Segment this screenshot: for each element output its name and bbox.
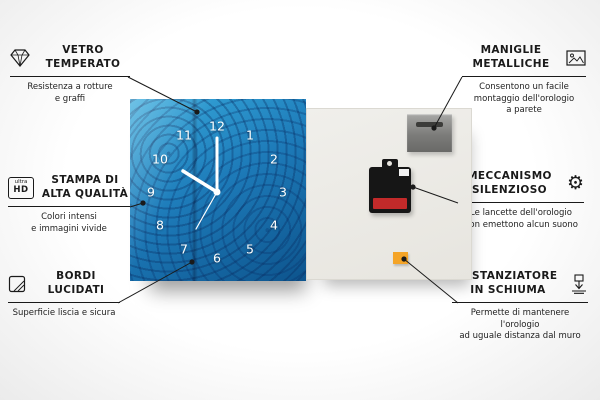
callout-title: BORDI LUCIDATI bbox=[47, 270, 105, 296]
callout-desc: Permette di mantenere l'orologio ad ugua… bbox=[459, 308, 581, 342]
callout-meccanismo-silenzioso: MECCANISMO SILENZIOSO ⚙ Le lancette dell… bbox=[458, 170, 584, 231]
clock-number-11: 11 bbox=[176, 127, 192, 143]
mechanism-hanging-hole bbox=[387, 161, 392, 166]
gear-icon: ⚙ bbox=[566, 172, 584, 195]
foam-spacer bbox=[393, 252, 408, 264]
callout-maniglie-metalliche: MANIGLIE METALLICHE Consentono un facile… bbox=[462, 44, 586, 117]
foam-spacer-icon bbox=[570, 274, 588, 294]
clock-number-3: 3 bbox=[279, 184, 287, 200]
callout-title: VETRO TEMPERATO bbox=[45, 44, 121, 70]
hanger-slot bbox=[416, 122, 443, 127]
callout-title: MANIGLIE METALLICHE bbox=[472, 44, 550, 70]
clock-number-9: 9 bbox=[147, 184, 155, 200]
clock-number-5: 5 bbox=[246, 241, 254, 257]
clock-number-2: 2 bbox=[270, 151, 278, 167]
callout-desc: Colori intensi e immagini vivide bbox=[31, 212, 107, 234]
diamond-icon bbox=[10, 49, 30, 67]
mechanism-battery bbox=[373, 198, 407, 209]
callout-title: MECCANISMO SILENZIOSO bbox=[467, 170, 552, 196]
clock-back-image bbox=[306, 108, 472, 280]
clock-front-image: 12 1 2 3 4 5 6 7 8 9 10 11 bbox=[130, 99, 306, 281]
ultra-hd-icon-bottom: HD bbox=[13, 184, 29, 195]
clock-number-1: 1 bbox=[246, 127, 254, 143]
callout-stampa-alta-qualita: ultra HD STAMPA DI ALTA QUALITÀ Colori i… bbox=[8, 174, 130, 235]
callout-desc: Consentono un facile montaggio dell'orol… bbox=[473, 82, 575, 116]
mechanism-hanging-tab bbox=[382, 159, 398, 169]
clock-number-4: 4 bbox=[270, 217, 278, 233]
callout-distanziatore-schiuma: DISTANZIATORE IN SCHIUMA Permette di man… bbox=[452, 270, 588, 343]
callout-desc: Superficie liscia e sicura bbox=[12, 308, 116, 319]
ultra-hd-icon-top: ultra bbox=[14, 179, 28, 186]
callout-desc: Le lancette dell'orologio non emettono a… bbox=[464, 208, 578, 230]
clock-number-10: 10 bbox=[152, 151, 168, 167]
clock-mechanism bbox=[369, 159, 411, 213]
clock-number-7: 7 bbox=[180, 241, 188, 257]
polished-edge-icon bbox=[8, 275, 26, 293]
clock-number-6: 6 bbox=[213, 250, 221, 266]
callout-desc: Resistenza a rotture e graffi bbox=[27, 82, 113, 104]
callout-title: DISTANZIATORE IN SCHIUMA bbox=[458, 270, 558, 296]
clock-hands bbox=[181, 136, 221, 230]
clock-number-8: 8 bbox=[156, 217, 164, 233]
callout-title: STAMPA DI ALTA QUALITÀ bbox=[41, 174, 129, 200]
ultra-hd-icon: ultra HD bbox=[8, 176, 34, 199]
picture-frame-icon bbox=[566, 50, 586, 66]
mechanism-label bbox=[399, 169, 409, 176]
callout-bordi-lucidati: BORDI LUCIDATI Superficie liscia e sicur… bbox=[8, 270, 120, 320]
clock-number-12: 12 bbox=[209, 118, 225, 134]
callout-vetro-temperato: VETRO TEMPERATO Resistenza a rotture e g… bbox=[10, 44, 130, 105]
metal-hanger-plate bbox=[407, 114, 452, 152]
